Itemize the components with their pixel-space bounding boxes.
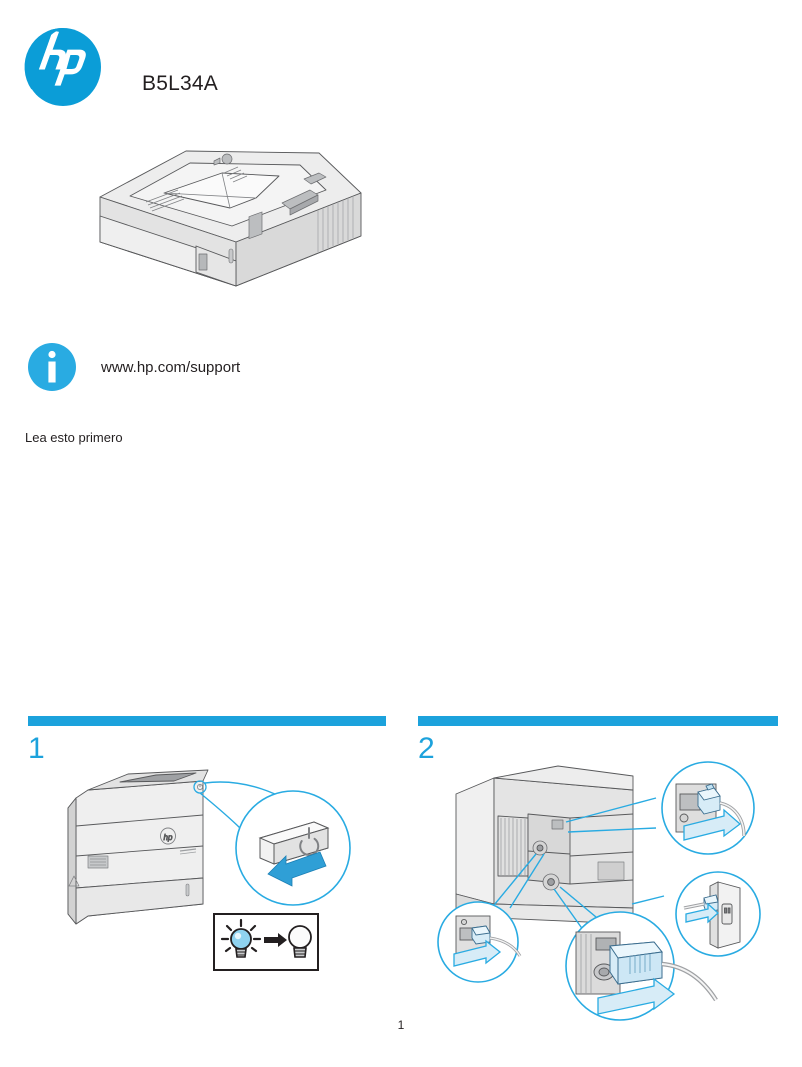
page-number: 1 xyxy=(397,1018,405,1032)
step-1-accent-bar xyxy=(28,716,386,726)
hp-logo xyxy=(24,27,101,106)
read-this-first-label: Lea esto primero xyxy=(25,430,123,445)
network-cable-callout xyxy=(661,761,755,855)
step-1-number: 1 xyxy=(28,732,45,765)
arrow-icon xyxy=(597,977,676,1015)
info-icon xyxy=(28,343,76,391)
arrow-icon xyxy=(685,902,719,924)
step-2-illustration xyxy=(418,756,778,1024)
rear-ports xyxy=(532,819,564,891)
step-1-illustration: hp xyxy=(28,756,386,976)
light-bulb-indicator xyxy=(213,913,319,971)
step-2-disconnect-cables: 2 xyxy=(418,716,778,1021)
step-2-number: 2 xyxy=(418,732,435,765)
svg-text:hp: hp xyxy=(164,833,173,842)
usb-cable-callout xyxy=(437,901,522,983)
model-number: B5L34A xyxy=(142,72,218,95)
support-info-row: www.hp.com/support xyxy=(28,342,240,392)
support-url[interactable]: www.hp.com/support xyxy=(101,358,241,376)
document-header: B5L34A xyxy=(24,27,425,110)
step-1-power-off: 1 xyxy=(28,716,386,971)
bulb-on-icon xyxy=(220,918,262,958)
arrow-icon xyxy=(683,808,742,841)
arrow-icon xyxy=(267,851,327,887)
product-illustration xyxy=(86,146,376,324)
power-cord-callout xyxy=(565,911,718,1021)
arrow-icon xyxy=(453,939,502,967)
wall-outlet-callout xyxy=(675,871,761,957)
power-button-callout xyxy=(235,790,351,906)
arrow-right-icon xyxy=(264,933,287,947)
bulb-off-icon xyxy=(288,925,312,958)
step-2-accent-bar xyxy=(418,716,778,726)
